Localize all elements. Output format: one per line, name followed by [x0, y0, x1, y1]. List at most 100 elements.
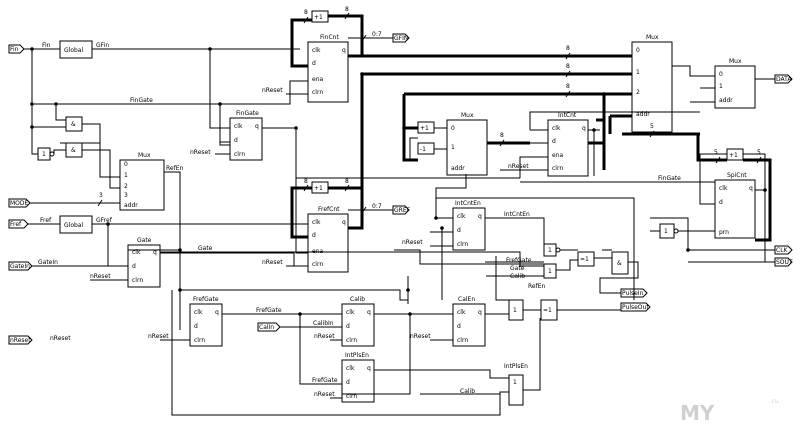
intplsen-block: IntPlsEn clk d clrn q — [341, 352, 375, 403]
svg-text:clk: clk — [719, 185, 728, 192]
svg-text:clk: clk — [132, 249, 141, 256]
svg-text:MODE: MODE — [10, 200, 29, 207]
svg-text:&: & — [71, 121, 76, 128]
svg-text:1: 1 — [451, 144, 455, 151]
global-block-fin: Global — [59, 40, 93, 59]
svg-text:1: 1 — [513, 307, 517, 314]
svg-text:GREF: GREF — [394, 207, 411, 214]
svg-text:d: d — [552, 138, 556, 145]
svg-text:3: 3 — [124, 192, 128, 199]
svg-text:d: d — [346, 379, 350, 386]
svg-text:d: d — [312, 60, 316, 67]
spicnt-block: SpiCnt clk d prn q — [714, 172, 756, 239]
svg-text:CalIn: CalIn — [259, 324, 274, 331]
svg-text:q: q — [749, 185, 753, 192]
svg-text:nReset: nReset — [314, 333, 335, 340]
svg-text:8: 8 — [304, 178, 308, 185]
svg-text:nReset: nReset — [148, 333, 169, 340]
svg-text:FrefGate: FrefGate — [193, 296, 219, 303]
inverter-spi: 1 — [659, 223, 679, 239]
svg-text:CLK: CLK — [776, 247, 789, 254]
svg-text:&: & — [617, 260, 622, 267]
svg-text:+1: +1 — [420, 125, 429, 132]
svg-text:q: q — [478, 213, 482, 220]
svg-text:8: 8 — [566, 83, 570, 90]
svg-text:clrn: clrn — [194, 337, 205, 344]
svg-text:FinGate: FinGate — [236, 110, 259, 117]
svg-text:q: q — [153, 249, 157, 256]
minus1-intcnt: -1 — [417, 142, 435, 155]
svg-text:8: 8 — [566, 63, 570, 70]
svg-text:Gate: Gate — [198, 245, 213, 252]
svg-text:q: q — [582, 125, 586, 132]
svg-text:GFref: GFref — [96, 217, 113, 224]
svg-text:clrn: clrn — [457, 337, 468, 344]
port-calin: CalIn — [257, 322, 281, 332]
svg-text:RefEn: RefEn — [528, 283, 545, 290]
svg-text:PulseIn: PulseIn — [622, 290, 644, 297]
svg-text:q: q — [478, 309, 482, 316]
svg-text:1: 1 — [42, 151, 46, 158]
svg-text:Global: Global — [64, 222, 83, 229]
svg-text:q: q — [367, 309, 371, 316]
calen-block: CalEn clk d clrn q — [452, 296, 486, 347]
svg-text:clk: clk — [457, 309, 466, 316]
svg-text:nReset: nReset — [402, 239, 423, 246]
or-gate-3: 1 — [508, 299, 524, 321]
or-gate-4: 1 — [508, 374, 524, 406]
svg-text:0: 0 — [636, 47, 640, 54]
svg-text:d: d — [457, 227, 461, 234]
svg-text:nReset: nReset — [10, 337, 31, 344]
inverter-1: 1 — [37, 147, 55, 161]
svg-text:q: q — [255, 123, 259, 130]
svg-text:clk: clk — [234, 123, 243, 130]
svg-text:d: d — [312, 232, 316, 239]
svg-text:DATA: DATA — [776, 76, 792, 83]
svg-text:clk: clk — [312, 219, 321, 226]
net-labels: Fin GFin FinGate RefEn Fref GFref GateIn… — [38, 42, 681, 398]
xor-gate-2: =1 — [540, 299, 558, 321]
svg-text:nReset: nReset — [262, 259, 283, 266]
svg-text:clk: clk — [346, 365, 355, 372]
svg-text:1: 1 — [124, 172, 128, 179]
svg-text:1: 1 — [636, 69, 640, 76]
svg-text:5: 5 — [650, 123, 654, 130]
fincnt-block: FinCnt clk d ena clrn q — [307, 34, 349, 103]
svg-text:FrefGate: FrefGate — [312, 377, 338, 384]
svg-text:SOUT: SOUT — [776, 259, 793, 266]
svg-text:clrn: clrn — [346, 337, 357, 344]
intcnt-block: IntCnt clk d ena clrn q — [547, 112, 589, 177]
svg-text:clrn: clrn — [234, 151, 245, 158]
svg-text:Mux: Mux — [729, 58, 742, 65]
svg-text:Mux: Mux — [646, 34, 659, 41]
svg-text:GateIn: GateIn — [10, 263, 30, 270]
svg-text:.ru: .ru — [770, 398, 778, 405]
svg-text:=1: =1 — [543, 307, 552, 314]
svg-text:q: q — [342, 47, 346, 54]
plus1-spicnt: +1 — [726, 148, 744, 161]
port-gfin: GFIN — [392, 33, 410, 43]
port-pulseout: PulseOut — [620, 302, 651, 312]
svg-text:+1: +1 — [729, 152, 738, 159]
svg-text:8: 8 — [500, 132, 504, 139]
port-data: DATA — [774, 74, 793, 84]
svg-text:CalEn: CalEn — [458, 296, 475, 303]
svg-text:d: d — [234, 137, 238, 144]
mux-mode: Mux 0 1 2 3 addr — [119, 152, 165, 211]
svg-text:d: d — [346, 323, 350, 330]
port-nreset: nReset — [8, 335, 33, 345]
svg-text:FrefCnt: FrefCnt — [318, 206, 340, 213]
svg-text:ena: ena — [552, 152, 563, 159]
svg-text:nReset: nReset — [90, 273, 111, 280]
port-sout: SOUT — [774, 257, 793, 267]
svg-text:Fin: Fin — [42, 42, 51, 49]
svg-text:clk: clk — [552, 125, 561, 132]
svg-text:SpiCnt: SpiCnt — [727, 172, 747, 179]
svg-text:clrn: clrn — [552, 165, 563, 172]
svg-text:d: d — [719, 199, 723, 206]
svg-text:IntCntEn: IntCntEn — [504, 211, 530, 218]
svg-text:2: 2 — [636, 89, 640, 96]
svg-text:Gate: Gate — [137, 237, 152, 244]
svg-text:nReset: nReset — [508, 163, 529, 170]
